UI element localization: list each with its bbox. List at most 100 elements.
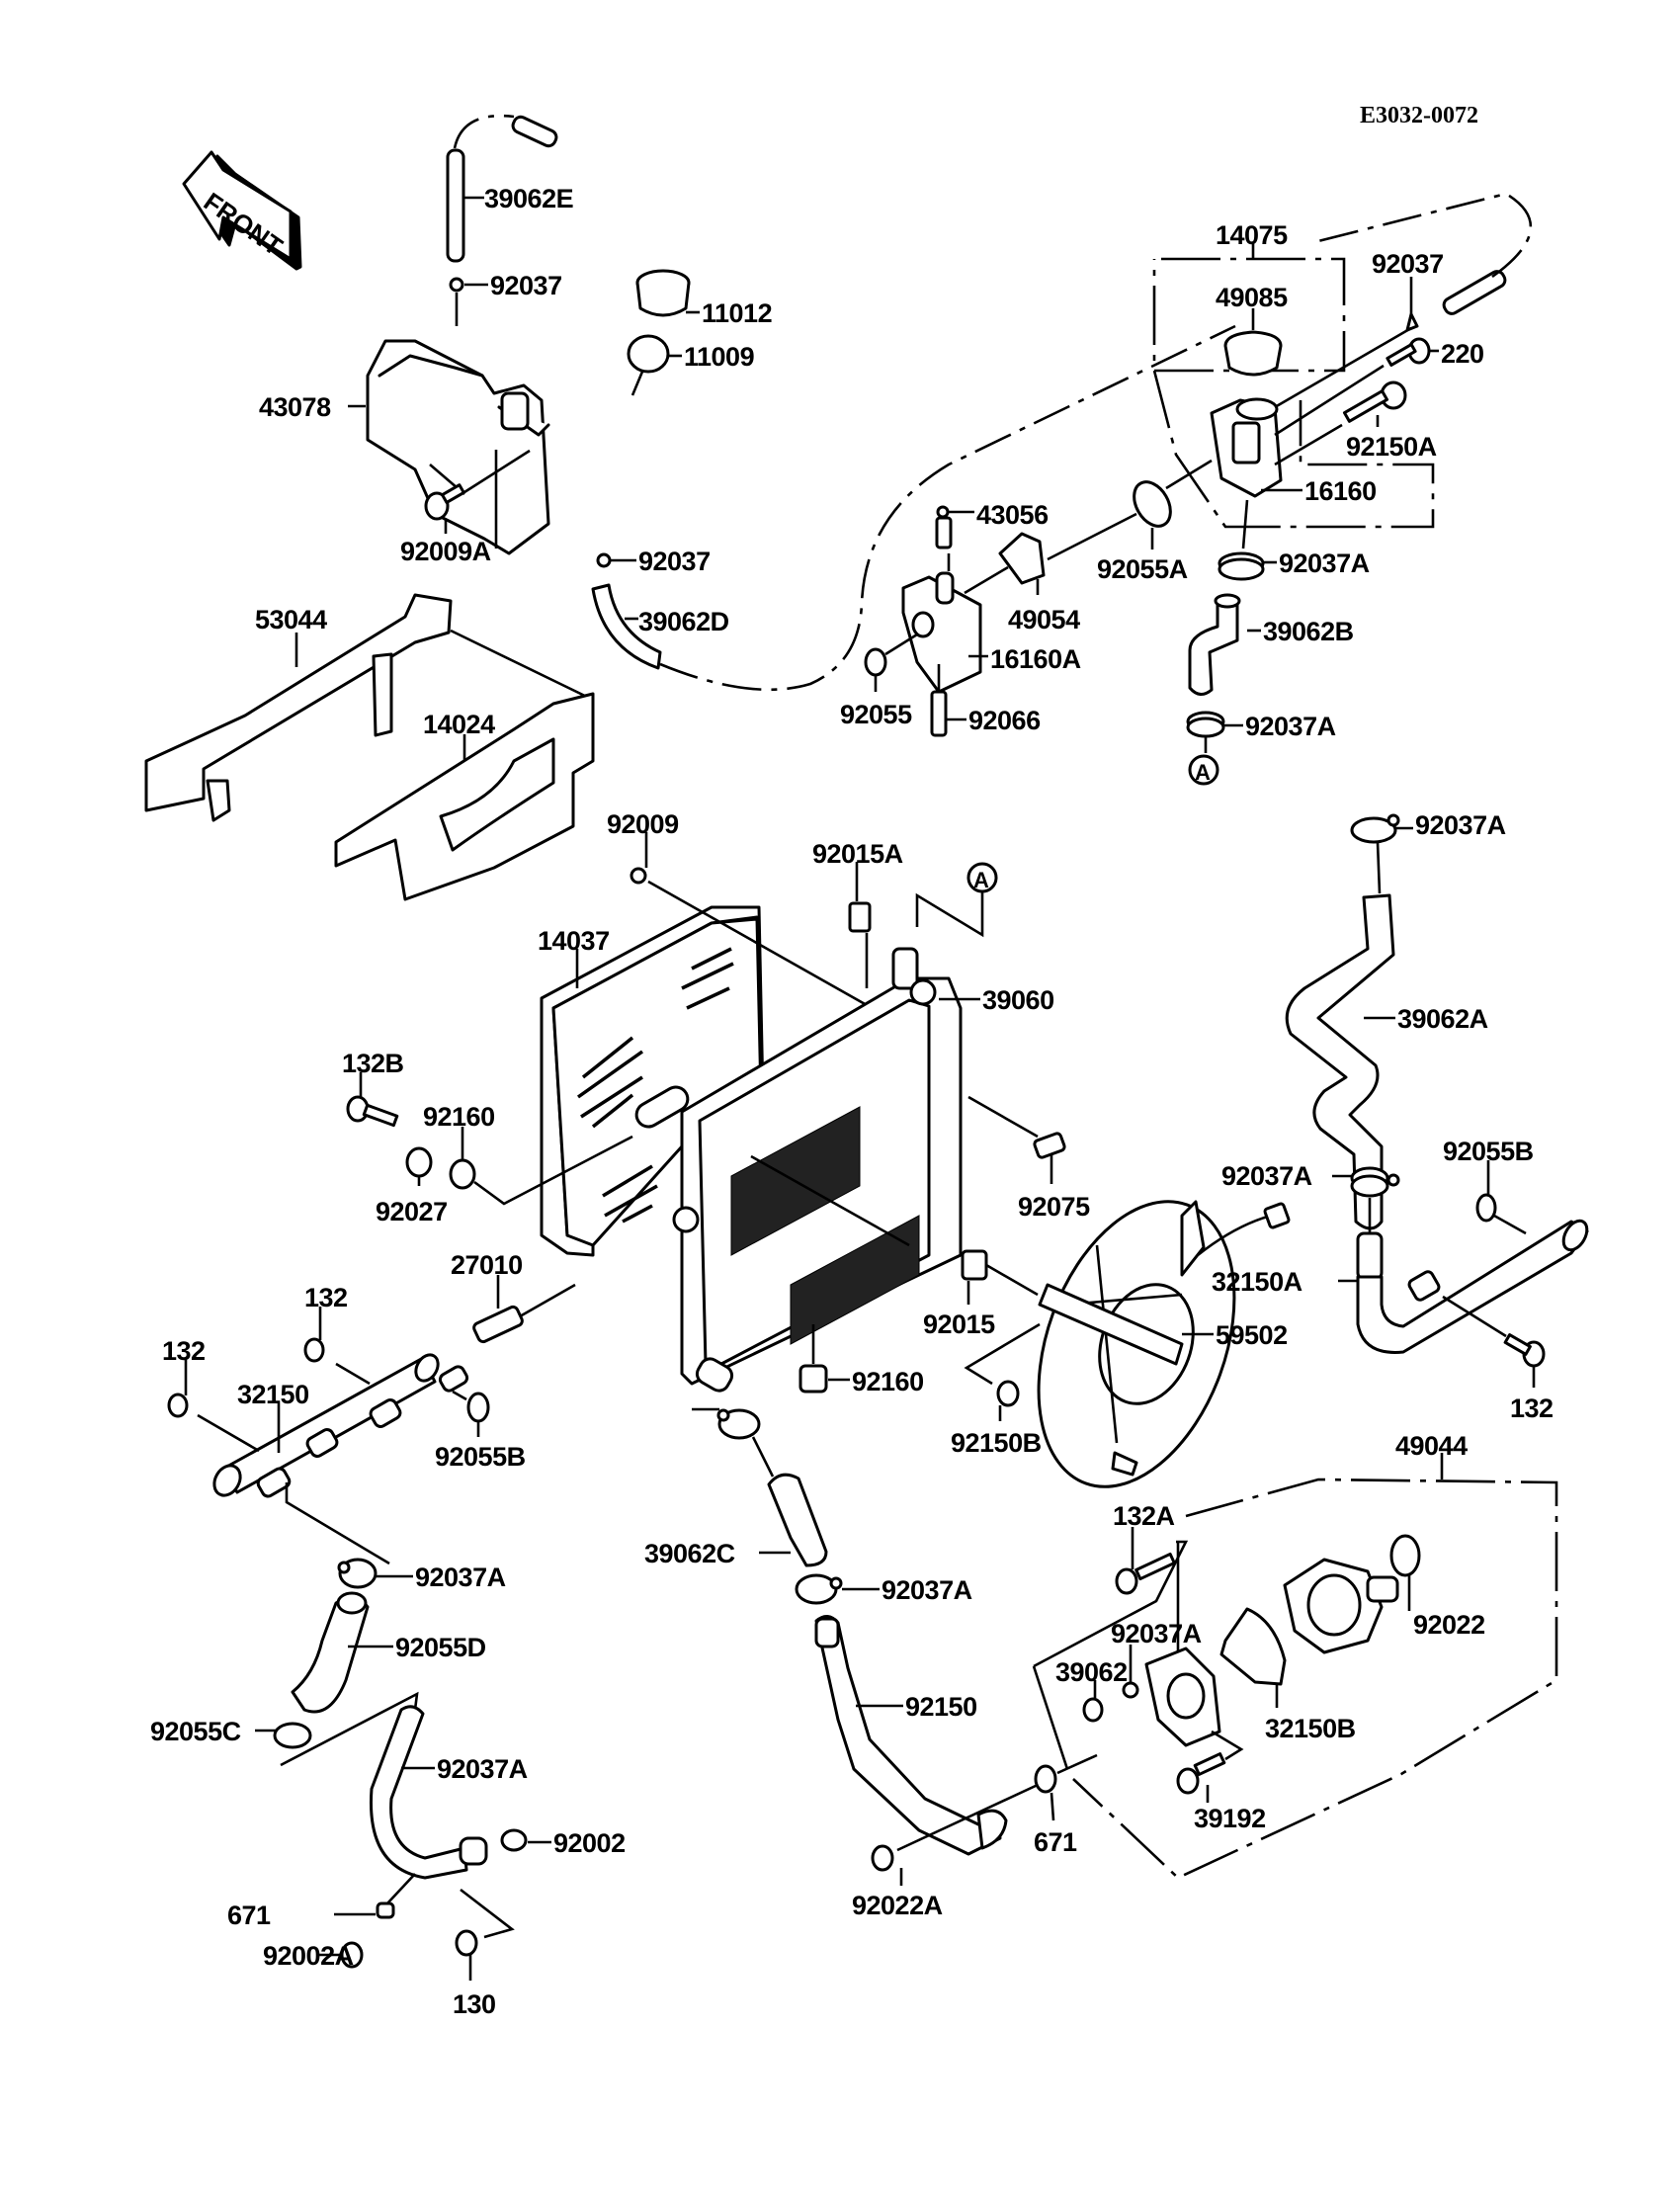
label-clamp-92037a-6: 92037A — [882, 1575, 972, 1605]
label-damper-92160-bottom: 92160 — [852, 1367, 924, 1396]
hose-39062a-icon — [1285, 893, 1395, 1230]
label-fan-59502: 59502 — [1216, 1320, 1288, 1350]
label-hose-39062a: 39062A — [1397, 1004, 1488, 1034]
bolt-92150b-icon — [964, 1322, 1041, 1421]
label-nut-92015a: 92015A — [812, 839, 903, 869]
label-pipe-32150a: 32150A — [1212, 1267, 1302, 1297]
screw-220-icon — [1274, 337, 1439, 437]
front-arrow-icon: FRONT — [182, 150, 302, 271]
bolt-92150-icon — [1082, 1680, 1104, 1723]
label-clamp-92037a-3: 92037A — [1415, 810, 1506, 840]
label-clamp-92037a-8: 92037A — [437, 1754, 528, 1784]
clamp-92037a-8-icon — [255, 1691, 419, 1767]
clamp-92037-right-icon — [1274, 277, 1419, 409]
marker-a2-text: A — [973, 868, 989, 892]
cover-14024-icon — [334, 692, 595, 901]
label-bolt-132-a: 132 — [304, 1283, 348, 1312]
label-bolt-92002: 92002 — [553, 1828, 626, 1858]
water-pump-bracket — [1072, 1478, 1558, 1880]
label-hose-39062: 39062 — [1055, 1657, 1128, 1687]
thermostat-49054-icon — [998, 532, 1046, 595]
clamp-92037a-1-icon — [1218, 551, 1277, 581]
label-clamp-92037a-7: 92037A — [1111, 1619, 1202, 1648]
label-clamp-92037a-5: 92037A — [415, 1563, 506, 1592]
filler-assy-bracket — [1152, 257, 1346, 373]
housing-16160a-icon — [901, 553, 1009, 694]
hose-39062c-icon — [759, 1473, 828, 1567]
reserve-tank-43078-icon — [348, 339, 550, 555]
filler-assy-bracket-lower — [1152, 370, 1435, 529]
plug-92066-icon — [930, 664, 966, 737]
clamp-92037a-2-icon — [1186, 711, 1243, 753]
clamp-92037a-3-icon — [1350, 813, 1413, 894]
bolt-132-c-icon — [1442, 1295, 1546, 1388]
pipe-32150b-icon — [814, 1615, 1008, 1856]
washer-92022a-icon — [334, 1873, 416, 1919]
o-ring-671-right-icon — [1034, 1753, 1098, 1821]
valve-43056-icon — [935, 505, 974, 549]
label-o-ring-92055a: 92055A — [1097, 554, 1188, 584]
label-damper-92160-left: 92160 — [423, 1102, 495, 1132]
bolt-92150a-icon — [1274, 380, 1407, 466]
pipe-39192-icon — [369, 1705, 488, 1880]
o-ring-92055a-icon — [1047, 459, 1213, 561]
o-ring-92055b-right-icon — [1475, 1160, 1527, 1235]
screen-14037-icon — [540, 905, 765, 1257]
label-bolt-92150b: 92150B — [951, 1428, 1042, 1458]
bolt-92009-icon — [630, 832, 890, 1020]
pipe-32150-icon — [212, 1353, 469, 1498]
clamp-92037a-6-icon — [692, 1407, 775, 1478]
o-ring-92055b-left-icon — [452, 1390, 490, 1437]
damper-92160-left-icon — [449, 1127, 633, 1206]
label-filler-assy-14075: 14075 — [1216, 220, 1288, 250]
label-thermostat-49054: 49054 — [1008, 605, 1080, 634]
damper-92160-bottom-icon — [798, 1324, 850, 1394]
label-hose-39062e: 39062E — [484, 184, 573, 213]
bolt-132-a-icon — [303, 1307, 371, 1386]
water-pump-inner-line — [1033, 1540, 1189, 1668]
label-bolt-92009a: 92009A — [400, 537, 491, 566]
label-o-ring-671-left: 671 — [1034, 1827, 1077, 1857]
clamp-92037a-5-icon — [285, 1482, 413, 1589]
pump-body-icon — [1144, 1647, 1221, 1747]
impeller-icon — [1283, 1558, 1399, 1654]
label-hose-39062c: 39062C — [644, 1539, 735, 1568]
label-cap-11012: 11012 — [702, 298, 772, 328]
bolt-92002-icon — [1176, 1730, 1244, 1803]
label-clamp-92037a-1: 92037A — [1279, 549, 1370, 578]
fan-59502-icon — [1037, 1200, 1291, 1488]
bolt-92009a-icon — [424, 449, 531, 534]
hose-right-top-icon — [1313, 192, 1533, 315]
bolt-130-icon — [318, 1941, 364, 1969]
radiator-cap-49085-icon — [1223, 308, 1283, 377]
water-pump-inner-left — [1032, 1665, 1069, 1770]
label-bolt-92002a: 92002A — [263, 1941, 354, 1971]
label-screw-220: 220 — [1441, 339, 1484, 369]
hose-39062b-icon — [1188, 593, 1261, 696]
bolt-132a-icon — [1115, 1527, 1176, 1595]
label-cap-11009: 11009 — [684, 342, 755, 372]
label-nut-92015: 92015 — [923, 1310, 995, 1339]
cap-11012-icon — [635, 269, 700, 317]
label-clamp-92037-bottom: 92037 — [638, 547, 711, 576]
label-hose-39062d: 39062D — [638, 607, 729, 636]
bracket-53044-icon — [144, 593, 594, 822]
label-gasket-92055c: 92055C — [150, 1717, 241, 1746]
hose-39062-icon — [291, 1591, 393, 1714]
label-housing-16160a: 16160A — [990, 644, 1081, 674]
label-pipe-39192: 39192 — [1194, 1804, 1266, 1833]
clamp-92037a-4-icon — [1332, 1166, 1400, 1233]
filler-neck-16160-icon — [1210, 397, 1302, 549]
hose-39062d-icon — [591, 324, 1236, 692]
bolt-132-b-icon — [167, 1360, 260, 1453]
label-bolt-132a: 132A — [1113, 1501, 1175, 1531]
damper-92075-icon — [967, 1095, 1066, 1184]
label-o-ring-671-right: 671 — [227, 1901, 271, 1930]
label-plug-92066: 92066 — [968, 706, 1041, 735]
label-washer-92022a: 92022A — [852, 1891, 943, 1920]
hose-39062e-icon — [446, 114, 558, 263]
label-washer-92022: 92022 — [1413, 1610, 1485, 1640]
label-o-ring-92055d: 92055D — [395, 1633, 486, 1662]
label-clamp-92037a-4: 92037A — [1221, 1161, 1312, 1191]
